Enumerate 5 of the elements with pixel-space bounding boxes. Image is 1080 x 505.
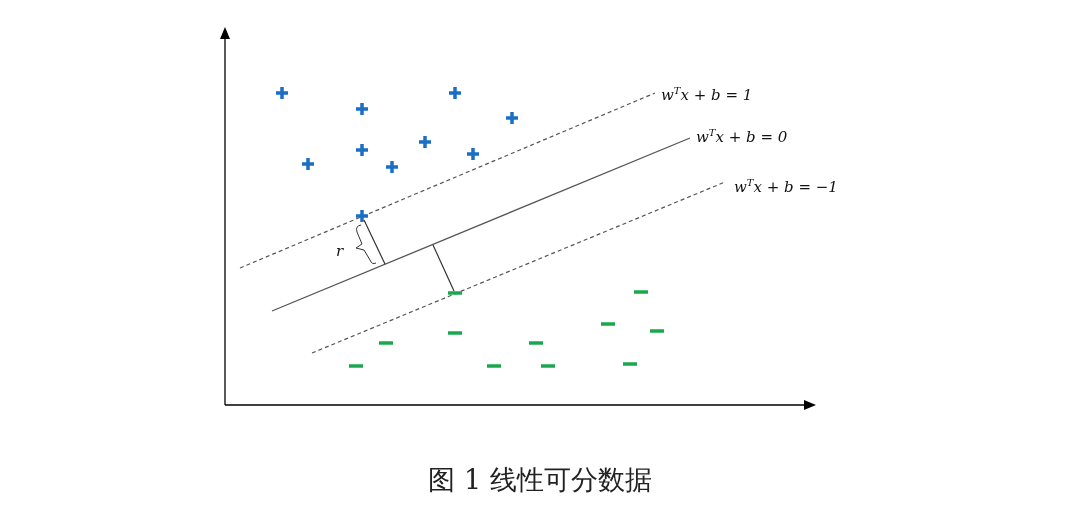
equation-label: w$^{T}$x + b = 1: [661, 84, 753, 104]
equation-label: w$^{T}$x + b = 0: [696, 126, 788, 146]
distance-label: r: [336, 242, 344, 260]
equation-label: w$^{T}$x + b = −1: [734, 176, 838, 196]
figure-caption: 图 1 线性可分数据: [428, 464, 652, 495]
